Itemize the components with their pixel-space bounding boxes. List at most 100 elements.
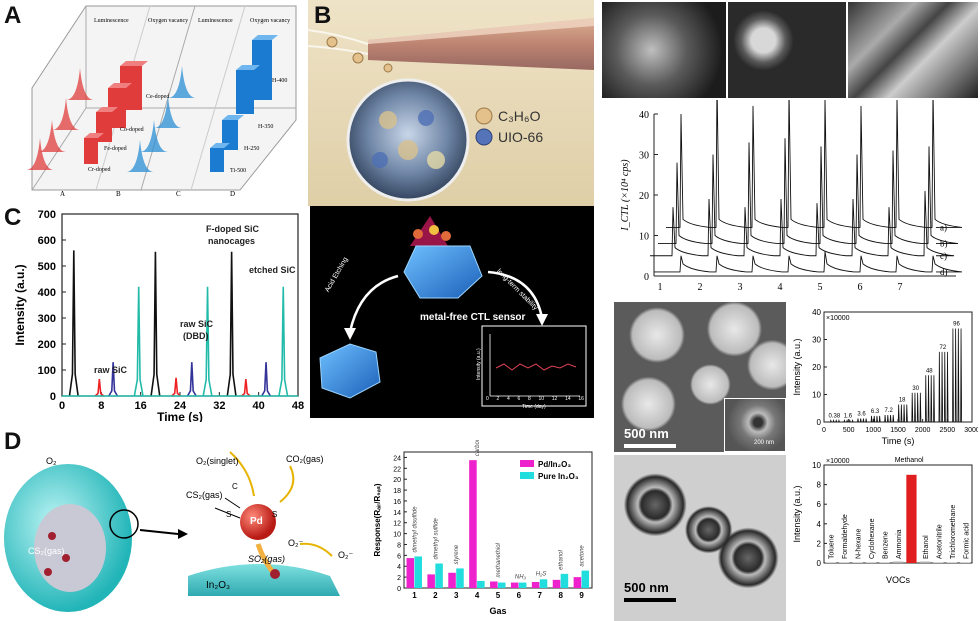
f1-peak: [911, 392, 914, 423]
c-ytick-label: 500: [38, 261, 56, 273]
f1-peak: [830, 418, 832, 423]
f2-voc-label: Ethanol: [923, 535, 930, 559]
e-curve-label: c): [940, 251, 947, 261]
c-annotation: raw SiC: [180, 319, 214, 329]
d-legend-swatch: [520, 460, 534, 467]
panel-d: D O₂ CS₂(gas) O₂(singlet: [0, 426, 370, 621]
panel-label-d: D: [4, 428, 22, 455]
f1-peak: [892, 414, 895, 423]
f1-ytick-label: 30: [812, 336, 821, 345]
d-xtick-label: 8: [558, 591, 563, 600]
a-blue-bar-top: [236, 65, 260, 70]
b-inset-tick: 2: [496, 396, 500, 402]
a-col-header: Luminescence: [198, 18, 233, 24]
e-peak-number: 5: [818, 282, 823, 293]
f1-peak: [954, 328, 957, 423]
d-xtick-label: 9: [579, 591, 584, 600]
f1-peak-value: 0.38: [829, 413, 841, 419]
b-inset-tick: 14: [565, 396, 571, 402]
c-peak: [202, 286, 213, 397]
d-ytick-label: 22: [393, 466, 401, 473]
f1-peak-value: 72: [940, 345, 947, 351]
a-blue-bar: [252, 40, 272, 100]
a-blue-bar-top: [222, 115, 244, 120]
c-peak: [108, 362, 119, 397]
e-peak-number: 4: [778, 282, 783, 293]
c-ytick-label: 100: [38, 365, 56, 377]
d-schem-label: CS₂(gas): [28, 546, 65, 556]
a-spectrum: [52, 98, 80, 130]
a-blue-label: H-400: [272, 78, 287, 84]
d-bar-text: dimethyl disulfide: [412, 506, 418, 553]
f2-multiplier: ×10000: [826, 458, 850, 465]
d-xtick-label: 4: [475, 591, 480, 600]
c-annotation: etched SiC: [249, 265, 296, 275]
panel-f: F 500 nm 200 nm 500 nm 01020304005001000…: [612, 302, 980, 621]
f-scale-label: 500 nm: [624, 426, 669, 441]
a-spectrum: [168, 66, 196, 98]
c-peak: [150, 251, 161, 397]
a-red-label: Cr-doped: [88, 167, 111, 173]
e-trace: [658, 138, 959, 245]
d-bar-text: methanethiol: [496, 542, 502, 577]
d-schem-label: S: [272, 510, 278, 519]
a-red-label: Co-doped: [120, 127, 144, 133]
d-xtick-label: 2: [433, 591, 438, 600]
d-schem-label: O₂⁻: [338, 550, 354, 560]
f2-ytick-label: 2: [817, 539, 822, 548]
d-xtick-label: 7: [538, 591, 543, 600]
e-curve-label: a): [940, 222, 947, 232]
f1-peak: [873, 415, 876, 423]
d-bar: [427, 574, 435, 588]
b-inset-tick: 16: [578, 396, 584, 402]
c-xlabel: Time (s): [157, 410, 203, 422]
d-xtick-label: 3: [454, 591, 459, 600]
c-peak: [226, 251, 237, 397]
f2-ytick-label: 10: [812, 461, 821, 470]
c-peak: [261, 362, 272, 397]
f1-peak: [862, 418, 865, 423]
panel-a-figure: Luminescence Oxygen vacancy Luminescence…: [26, 5, 297, 198]
f2-xlabel: VOCs: [886, 575, 911, 585]
f1-multiplier: ×10000: [826, 315, 850, 322]
d-xtick-label: 6: [517, 591, 522, 600]
f1-peak: [886, 414, 889, 423]
f1-peak: [838, 418, 840, 423]
a-spectrum: [38, 120, 66, 152]
c-xtick-label: 40: [253, 400, 265, 412]
f1-peak-value: 96: [953, 322, 960, 328]
d-bar: [531, 582, 540, 588]
f1-peak: [884, 414, 887, 423]
d-ytick-label: 14: [393, 510, 401, 517]
b-inset-tick: 8: [528, 396, 531, 402]
b-inset-tick: 12: [551, 396, 558, 402]
f1-xlabel: Time (s): [882, 436, 915, 446]
a-blue-bar-top: [210, 143, 230, 148]
f1-xtick-label: 3000: [964, 427, 978, 434]
c-peak: [186, 362, 197, 397]
f1-peak: [897, 404, 900, 423]
panel-a: A Luminescence Oxygen vacancy Luminescen…: [0, 0, 300, 198]
f2-ytick-label: 6: [817, 500, 822, 509]
f2-voc-label: Benzene: [883, 531, 890, 559]
b-sensor-diagram: [319, 216, 587, 407]
d-bar: [510, 582, 519, 588]
f1-peak: [916, 392, 919, 423]
f2-ytick-label: 0: [817, 559, 822, 568]
f1-peak: [870, 415, 873, 423]
a-col-header: Oxygen vacancy: [250, 18, 290, 24]
a-red-label: Fe-doped: [104, 146, 127, 152]
f-inset-scale-label: 200 nm: [754, 440, 775, 446]
e-ytick-label: 0: [644, 272, 649, 283]
f2-voc-label: Formaldehyde: [842, 514, 849, 559]
d-schem-label: O₂⁻: [288, 538, 304, 548]
d-ytick-label: 24: [393, 455, 401, 462]
b-inset-tick: 4: [507, 396, 510, 402]
a-red-bar: [108, 88, 126, 128]
a-axis-letter: D: [230, 190, 235, 198]
c-ytick-label: 700: [38, 209, 56, 221]
f1-peak: [941, 351, 944, 423]
c-ytick-label: 300: [38, 313, 56, 325]
